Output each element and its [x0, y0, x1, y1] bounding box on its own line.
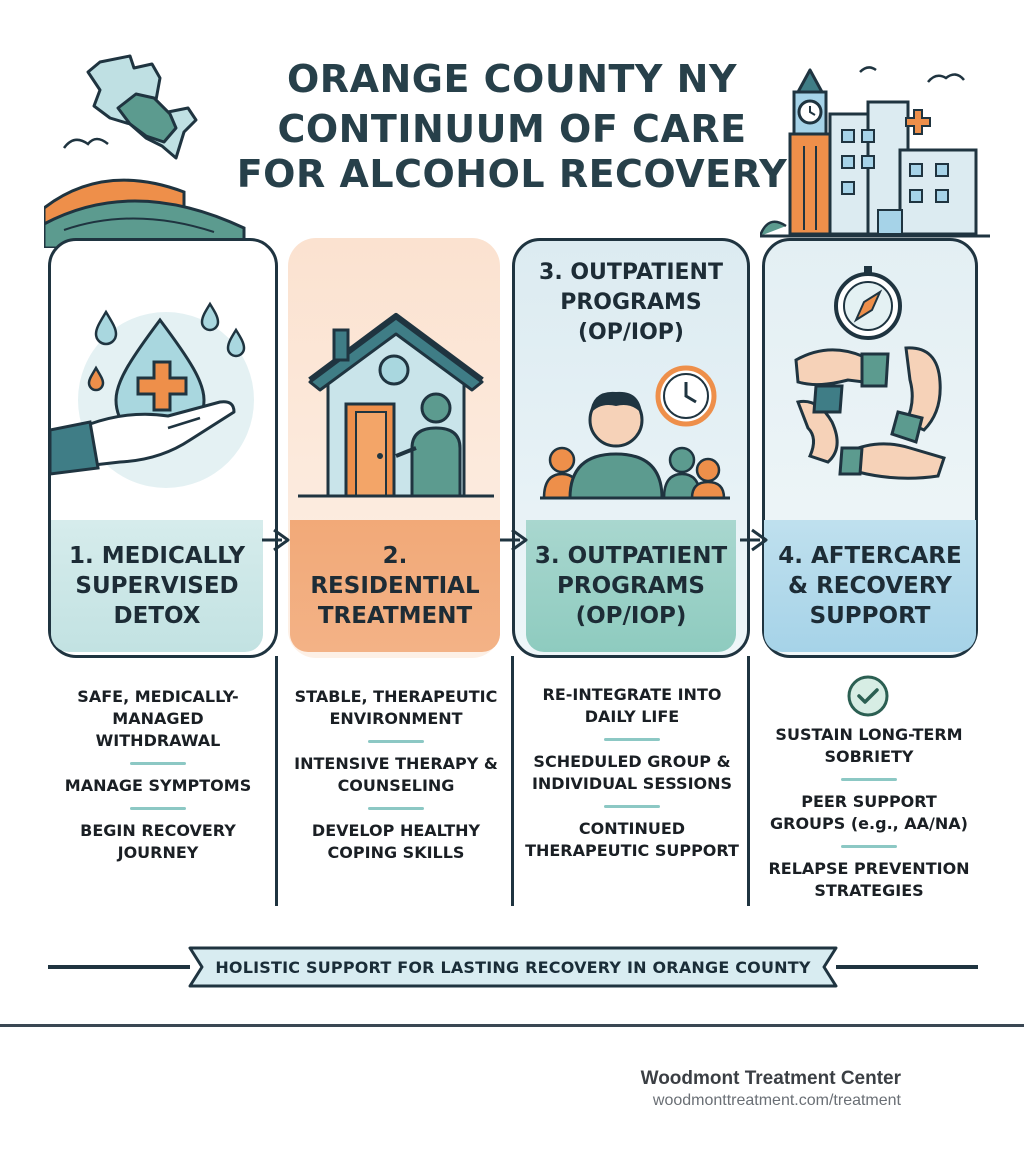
title-line-3: FOR ALCOHOL RECOVERY: [236, 152, 788, 196]
title-line-1: ORANGE COUNTY NY: [287, 57, 737, 101]
house-person-icon: [298, 313, 494, 498]
divider: [841, 845, 897, 848]
stage-3-label: 3. OUTPATIENT PROGRAMS (OP/IOP): [526, 520, 736, 652]
footer-brand-name: Woodmont Treatment Center: [640, 1068, 901, 1089]
divider: [604, 738, 660, 741]
stage-1-bullets: SAFE, MEDICALLY-MANAGED WITHDRAWAL MANAG…: [58, 686, 258, 864]
bullet-item: SCHEDULED GROUP & INDIVIDUAL SESSIONS: [531, 752, 733, 793]
bullet-item: CONTINUED THERAPEUTIC SUPPORT: [525, 819, 739, 860]
stage-2-bullets: STABLE, THERAPEUTIC ENVIRONMENT INTENSIV…: [292, 686, 500, 864]
banner-line-right: [836, 965, 978, 969]
check-circle-icon: [847, 675, 889, 717]
stage-3-bullets: RE-INTEGRATE INTO DAILY LIFE SCHEDULED G…: [522, 684, 742, 862]
hospital-building-icon: [760, 66, 990, 238]
bullet-item: RE-INTEGRATE INTO DAILY LIFE: [542, 685, 722, 726]
chevron-right-icon: [262, 528, 290, 552]
title-line-2: CONTINUUM OF CARE: [277, 107, 747, 151]
hills-decoration: [44, 178, 246, 248]
chevron-right-icon: [500, 528, 528, 552]
divider: [130, 762, 186, 765]
bottom-banner: HOLISTIC SUPPORT FOR LASTING RECOVERY IN…: [188, 946, 838, 988]
divider: [841, 778, 897, 781]
column-divider: [747, 656, 750, 906]
bullet-item: MANAGE SYMPTOMS: [64, 776, 252, 795]
bullet-item: SAFE, MEDICALLY-MANAGED WITHDRAWAL: [77, 687, 239, 750]
divider: [368, 807, 424, 810]
divider: [368, 740, 424, 743]
bullet-item: SUSTAIN LONG-TERM SOBRIETY: [775, 725, 963, 766]
banner-line-left: [48, 965, 190, 969]
footer-divider: [0, 1024, 1024, 1027]
footer-url[interactable]: woodmonttreatment.com/treatment: [652, 1092, 901, 1109]
banner-text: HOLISTIC SUPPORT FOR LASTING RECOVERY IN…: [215, 957, 811, 977]
bullet-item: RELAPSE PREVENTION STRATEGIES: [768, 859, 970, 900]
hand-water-drop-cross-icon: [50, 301, 254, 488]
stage-3-top-label: 3. OUTPATIENT PROGRAMS (OP/IOP): [539, 260, 723, 345]
divider: [604, 805, 660, 808]
ny-map-icon: [62, 54, 198, 160]
chevron-right-icon: [740, 528, 768, 552]
stage-1-label: 1. MEDICALLY SUPERVISED DETOX: [51, 520, 263, 652]
bullet-item: PEER SUPPORT GROUPS (e.g., AA/NA): [770, 792, 968, 833]
column-divider: [275, 656, 278, 906]
column-divider: [511, 656, 514, 906]
stage-4-bullets: SUSTAIN LONG-TERM SOBRIETY PEER SUPPORT …: [762, 724, 976, 902]
bullet-item: DEVELOP HEALTHY COPING SKILLS: [311, 821, 481, 862]
joined-hands-compass-icon: [794, 266, 946, 480]
stage-2-label: 2. RESIDENTIAL TREATMENT: [290, 520, 500, 652]
group-clock-icon: [540, 365, 730, 500]
bullet-item: INTENSIVE THERAPY & COUNSELING: [294, 754, 498, 795]
bullet-item: BEGIN RECOVERY JOURNEY: [80, 821, 236, 862]
bullet-item: STABLE, THERAPEUTIC ENVIRONMENT: [294, 687, 498, 728]
stage-4-label: 4. AFTERCARE & RECOVERY SUPPORT: [764, 520, 976, 652]
divider: [130, 807, 186, 810]
